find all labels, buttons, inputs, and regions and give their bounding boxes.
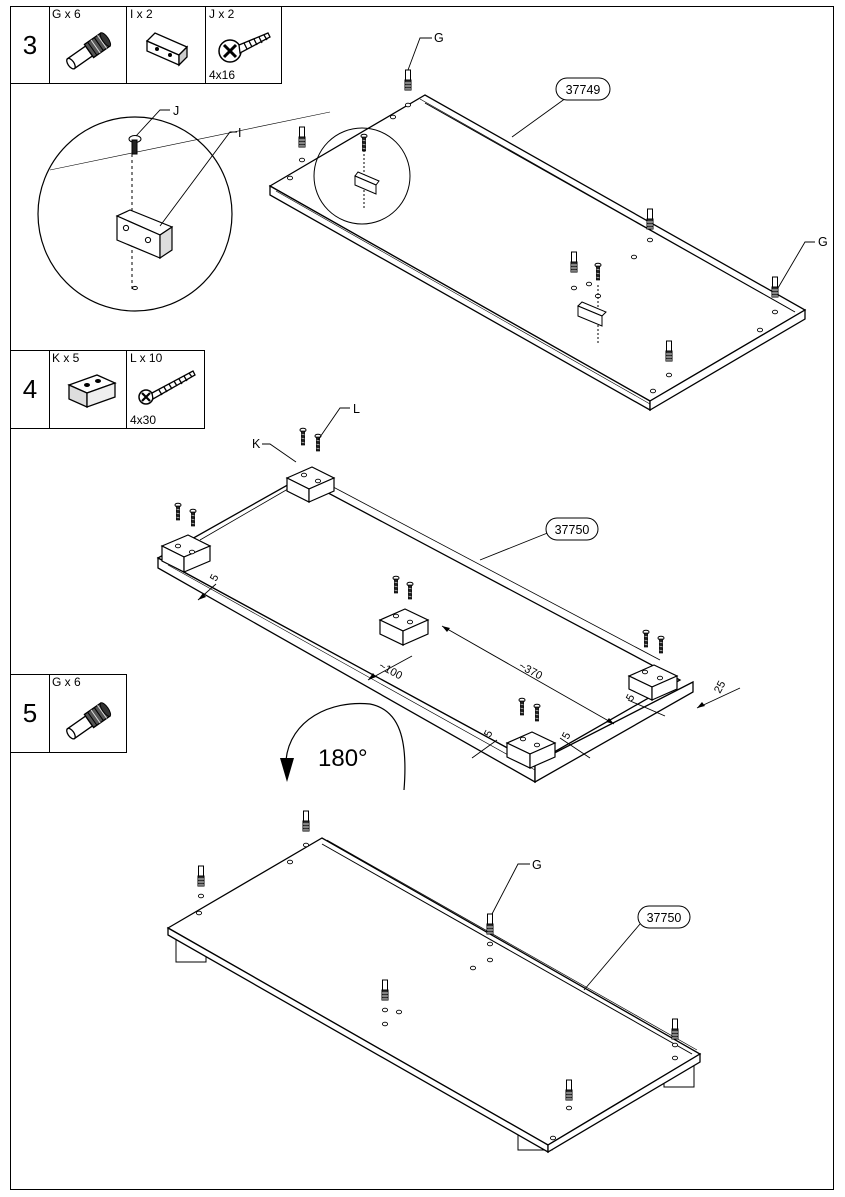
callout-k: K bbox=[252, 437, 261, 451]
foot-block-icon bbox=[67, 374, 117, 409]
part-label: J x 2 bbox=[209, 7, 235, 21]
step-number: 4 bbox=[11, 351, 50, 428]
step-3-panel: G G 37749 J I bbox=[37, 31, 828, 412]
step-4-panel: 5 ~100 ~370 5 25 5 5 K L 37750 bbox=[156, 402, 741, 784]
part-cell-g: G x 6 bbox=[49, 675, 128, 752]
step-3-parts-box: 3 G x 6 I x 2 J x 2 4x16 bbox=[10, 6, 282, 84]
part-cell-i: I x 2 bbox=[127, 7, 206, 83]
part-label: G x 6 bbox=[52, 7, 81, 21]
screw-icon bbox=[218, 32, 271, 63]
panel-code-step5: 37750 bbox=[647, 911, 682, 925]
part-size: 4x30 bbox=[130, 413, 157, 427]
dim-5: 5 bbox=[624, 692, 637, 703]
instruction-sheet bbox=[10, 6, 834, 1190]
rotate-180-indicator: 180° bbox=[280, 702, 406, 791]
part-label: L x 10 bbox=[130, 351, 163, 365]
step-5-parts-box: 5 G x 6 bbox=[10, 674, 127, 753]
callout-i: I bbox=[238, 126, 241, 140]
callout-l: L bbox=[353, 402, 360, 416]
dim-5: 5 bbox=[560, 730, 573, 741]
long-screw-icon bbox=[138, 370, 196, 405]
part-label: I x 2 bbox=[130, 7, 153, 21]
part-cell-l: L x 10 4x30 bbox=[127, 351, 206, 428]
panel-code-step4: 37750 bbox=[555, 523, 590, 537]
callout-g: G bbox=[532, 858, 542, 872]
callout-j: J bbox=[173, 104, 179, 118]
dowel-icon bbox=[66, 702, 112, 740]
step-number: 3 bbox=[11, 7, 50, 83]
step-5-panel: G 37750 bbox=[166, 810, 702, 1154]
dim-25: 25 bbox=[712, 679, 728, 695]
part-label: G x 6 bbox=[52, 675, 81, 689]
step-4-parts-box: 4 K x 5 L x 10 4x30 bbox=[10, 350, 205, 429]
step-number: 5 bbox=[11, 675, 50, 752]
rotation-label: 180° bbox=[318, 745, 368, 772]
callout-g: G bbox=[818, 235, 828, 249]
part-cell-j: J x 2 4x16 bbox=[206, 7, 283, 83]
part-cell-g: G x 6 bbox=[49, 7, 127, 83]
part-size: 4x16 bbox=[209, 68, 236, 82]
part-cell-k: K x 5 bbox=[49, 351, 127, 428]
panel-code-step3: 37749 bbox=[566, 83, 601, 97]
part-label: K x 5 bbox=[52, 351, 80, 365]
dowel-icon bbox=[66, 32, 112, 70]
dim-5: 5 bbox=[482, 728, 495, 739]
dim-5: 5 bbox=[208, 572, 221, 583]
callout-g: G bbox=[434, 31, 444, 45]
angle-bracket-icon bbox=[145, 32, 189, 67]
